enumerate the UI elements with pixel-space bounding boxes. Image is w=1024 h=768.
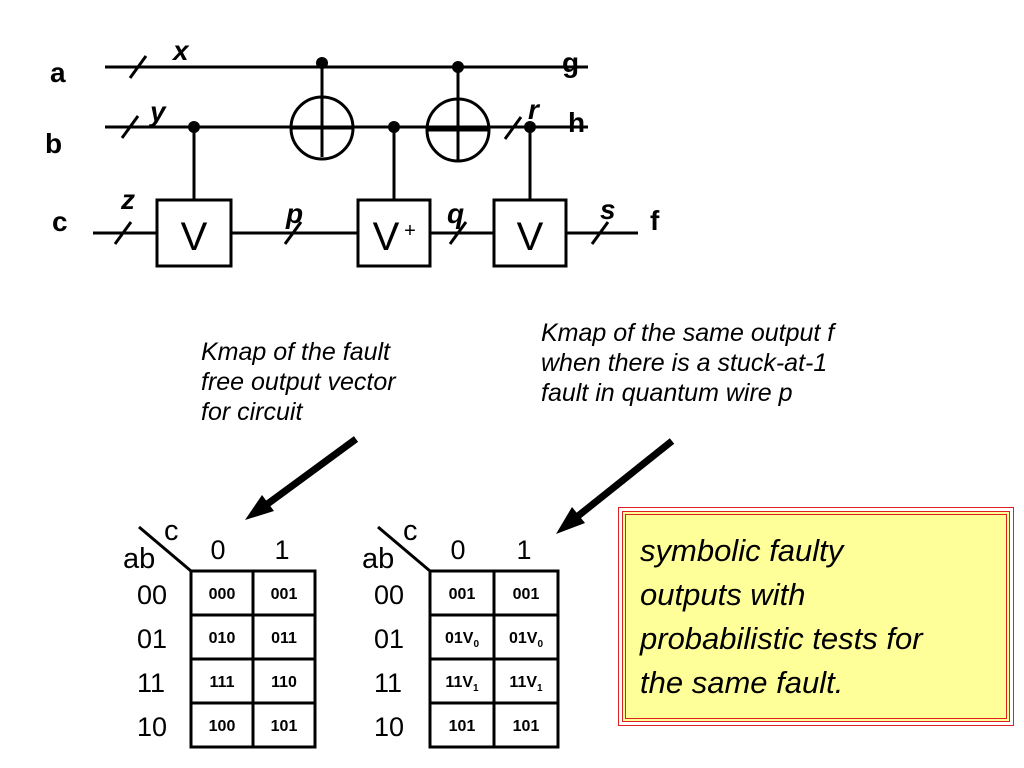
callout-box: symbolic faulty outputs with probabilist… bbox=[618, 507, 1014, 726]
input-label-c: c bbox=[52, 206, 68, 237]
wire-label-y: y bbox=[148, 96, 167, 127]
wire-label-z: z bbox=[120, 184, 135, 215]
v-gate-1-box bbox=[155, 198, 233, 268]
kmap-col-var-label: c bbox=[164, 515, 179, 547]
kmap-cell: 11V1 bbox=[509, 674, 543, 694]
output-label-f: f bbox=[650, 205, 660, 236]
kmap-row-header: 00 bbox=[137, 580, 167, 610]
slash-r bbox=[503, 116, 523, 140]
kmap-row-header: 10 bbox=[374, 712, 404, 742]
kmap-cell: 111 bbox=[210, 674, 235, 691]
slash-y bbox=[120, 115, 140, 139]
vplus-gate-box bbox=[356, 198, 432, 268]
slash-x bbox=[128, 55, 148, 79]
kmap-row-header: 00 bbox=[374, 580, 404, 610]
control-dot bbox=[388, 121, 400, 133]
arrow-right-head bbox=[556, 507, 585, 534]
kmap-col-var-label: c bbox=[403, 515, 418, 547]
v-gate-2-label: V bbox=[517, 215, 544, 259]
kmap-cell: 001 bbox=[271, 586, 298, 603]
kmap-cell: 01V0 bbox=[445, 630, 479, 650]
kmap-cell: 01V0 bbox=[509, 630, 543, 650]
slash-p bbox=[283, 221, 303, 245]
kmap-col-header: 0 bbox=[450, 535, 465, 565]
v-gate-2-box bbox=[492, 198, 568, 268]
cnot-gate-2 bbox=[425, 67, 491, 163]
circuit bbox=[93, 55, 638, 268]
kmap-row-header: 10 bbox=[137, 712, 167, 742]
callout-line: the same fault. bbox=[640, 665, 844, 700]
v-gate-1-label: V bbox=[181, 215, 208, 259]
kmap-row-header: 01 bbox=[374, 624, 404, 654]
arrow-left-shaft bbox=[259, 436, 359, 511]
kmap-cell: 000 bbox=[209, 586, 236, 603]
callout-line: probabilistic tests for bbox=[640, 621, 923, 656]
kmap-corner-diagonal bbox=[377, 525, 431, 573]
kmap-cell: 011 bbox=[271, 630, 297, 647]
control-dot bbox=[188, 121, 200, 133]
slash-s bbox=[590, 221, 610, 245]
kmap-col-header: 0 bbox=[210, 535, 225, 565]
output-label-g: g bbox=[562, 47, 579, 78]
control-dot bbox=[524, 121, 536, 133]
kmap-col-header: 1 bbox=[516, 535, 531, 565]
control-dot bbox=[452, 61, 464, 73]
kmap-row-var-label: ab bbox=[123, 543, 155, 575]
output-label-h: h bbox=[568, 107, 585, 138]
kmap-row-header: 11 bbox=[137, 668, 165, 698]
callout-text: symbolic faulty outputs with probabilist… bbox=[640, 529, 923, 705]
note-line: when there is a stuck-at-1 bbox=[541, 349, 828, 377]
wire-label-q: q bbox=[447, 198, 464, 229]
kmap-cell: 010 bbox=[209, 630, 236, 647]
note-line: for circuit bbox=[201, 398, 303, 426]
arrows bbox=[245, 436, 675, 534]
cnot-gate-1 bbox=[289, 67, 355, 161]
kmap-corner-diagonal bbox=[138, 525, 192, 573]
input-label-a: a bbox=[50, 57, 66, 88]
kmap-cell: 101 bbox=[271, 718, 298, 735]
kmap-col-header: 1 bbox=[274, 535, 289, 565]
kmap-cell: 11V1 bbox=[445, 674, 479, 694]
control-dots bbox=[188, 57, 536, 133]
kmap-cell: 100 bbox=[209, 718, 236, 735]
note-line: Kmap of the fault bbox=[201, 338, 391, 366]
note-line: Kmap of the same output f bbox=[541, 319, 835, 347]
callout-line: symbolic faulty bbox=[640, 533, 844, 568]
vplus-gate-label: V bbox=[373, 215, 400, 259]
arrow-right-shaft bbox=[570, 438, 675, 523]
note-line: free output vector bbox=[201, 368, 396, 396]
kmap-cell: 101 bbox=[513, 718, 540, 735]
kmap-row-header: 11 bbox=[374, 668, 402, 698]
kmap-cell: 001 bbox=[449, 586, 476, 603]
kmap-row-var-label: ab bbox=[362, 543, 394, 575]
slash-z bbox=[113, 221, 133, 245]
kmap-cell: 001 bbox=[513, 586, 540, 603]
kmap-cell: 110 bbox=[271, 674, 297, 691]
note-line: fault in quantum wire p bbox=[541, 379, 793, 407]
note-stuck-at-fault: Kmap of the same output f when there is … bbox=[541, 318, 834, 408]
slash-q bbox=[448, 221, 468, 245]
control-dot bbox=[316, 57, 328, 69]
wire-label-r: r bbox=[528, 94, 541, 125]
vplus-gate-superscript: + bbox=[404, 220, 416, 242]
kmap-row-header: 01 bbox=[137, 624, 167, 654]
arrow-left-head bbox=[245, 495, 274, 520]
kmap-cell: 101 bbox=[449, 718, 476, 735]
wire-label-s: s bbox=[600, 194, 616, 225]
wire-label-x: x bbox=[171, 35, 190, 66]
wire-label-p: p bbox=[285, 198, 303, 229]
callout-line: outputs with bbox=[640, 577, 806, 612]
input-label-b: b bbox=[45, 128, 62, 159]
note-fault-free: Kmap of the fault free output vector for… bbox=[201, 337, 396, 427]
